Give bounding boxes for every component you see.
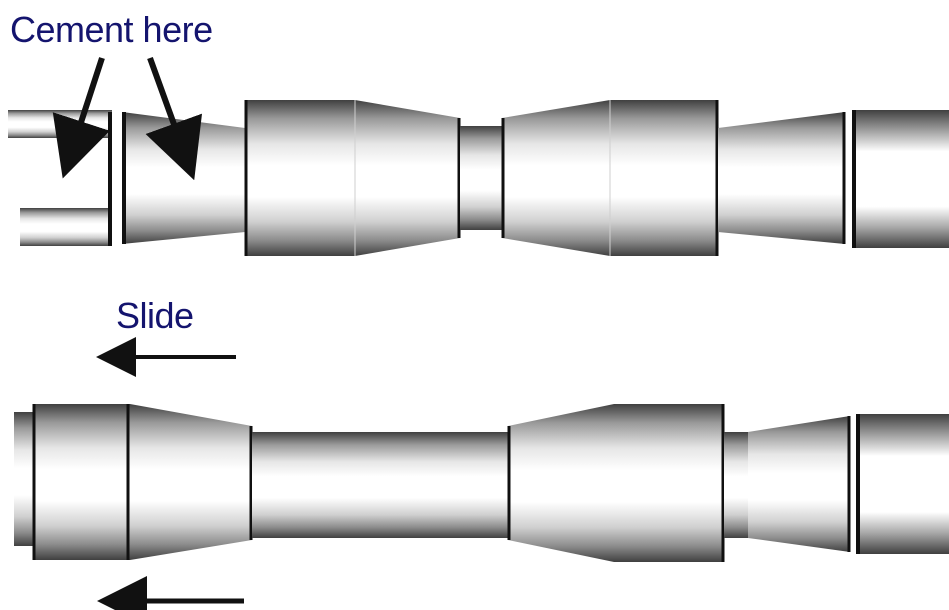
top-left-pipe-end <box>8 110 112 246</box>
top-assembly <box>8 100 949 256</box>
slide-label: Slide <box>116 295 194 336</box>
bottom-center-coupling <box>507 404 725 562</box>
bottom-left-slid-fitting <box>14 404 253 560</box>
cement-arrow-left <box>52 57 110 179</box>
top-left-tapered-fitting <box>122 112 245 244</box>
cement-here-label: Cement here <box>10 9 213 50</box>
bottom-neck <box>724 432 748 538</box>
bottom-right-pipe-end <box>856 414 949 554</box>
cement-arrows <box>52 56 203 181</box>
bottom-long-pipe <box>252 432 508 538</box>
bottom-assembly <box>14 404 949 562</box>
top-center-coupling-left <box>244 100 461 256</box>
top-center-neck <box>460 126 502 230</box>
bottom-right-tapered-fitting <box>748 416 851 552</box>
top-right-pipe-end <box>852 110 949 248</box>
top-center-coupling-right <box>501 100 719 256</box>
top-right-tapered-fitting <box>718 112 846 244</box>
cement-arrow-right <box>145 56 203 181</box>
